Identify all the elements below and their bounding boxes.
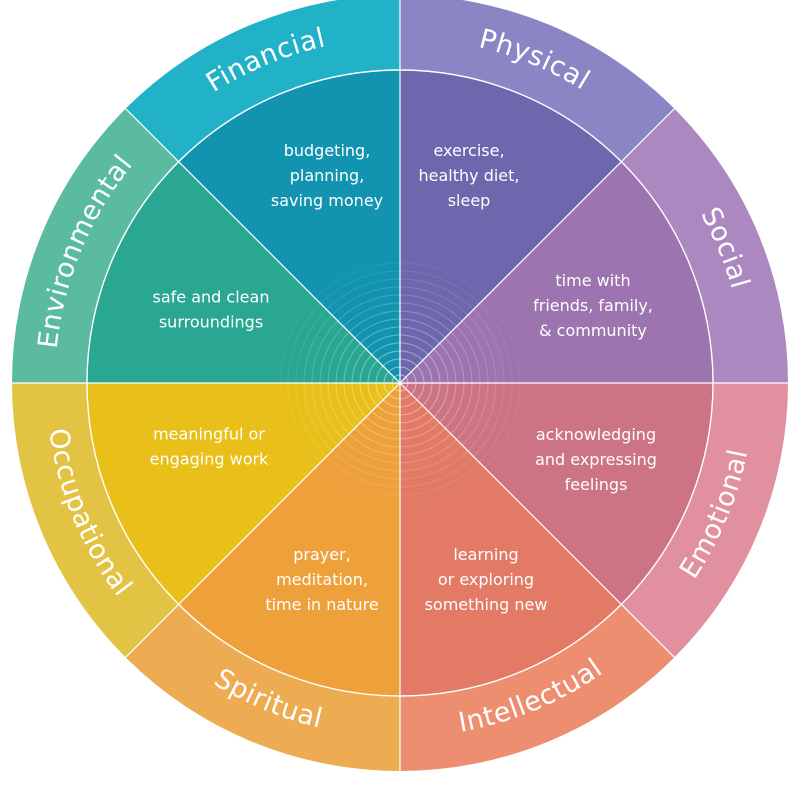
inner-boundary-ring [86,69,714,697]
inner-sector-social [400,161,713,383]
inner-sector-occupational [87,383,400,605]
inner-sector-physical [400,70,622,383]
divider-lines [12,0,788,771]
divider-line [125,108,401,384]
inner-sector-intellectual [400,383,622,696]
inner-sector-environmental [87,161,400,383]
inner-disc [87,70,713,696]
inner-sector-financial [178,70,400,383]
divider-line [399,108,675,384]
inner-sector-spiritual [178,383,400,696]
divider-line [125,382,401,658]
segment-description-spiritual: prayer,meditation,time in nature [265,545,378,614]
segment-description-financial: budgeting,planning,saving money [271,141,383,210]
inner-sector-emotional [400,383,713,605]
divider-line [399,382,675,658]
segment-description-physical: exercise,healthy diet,sleep [418,141,519,210]
